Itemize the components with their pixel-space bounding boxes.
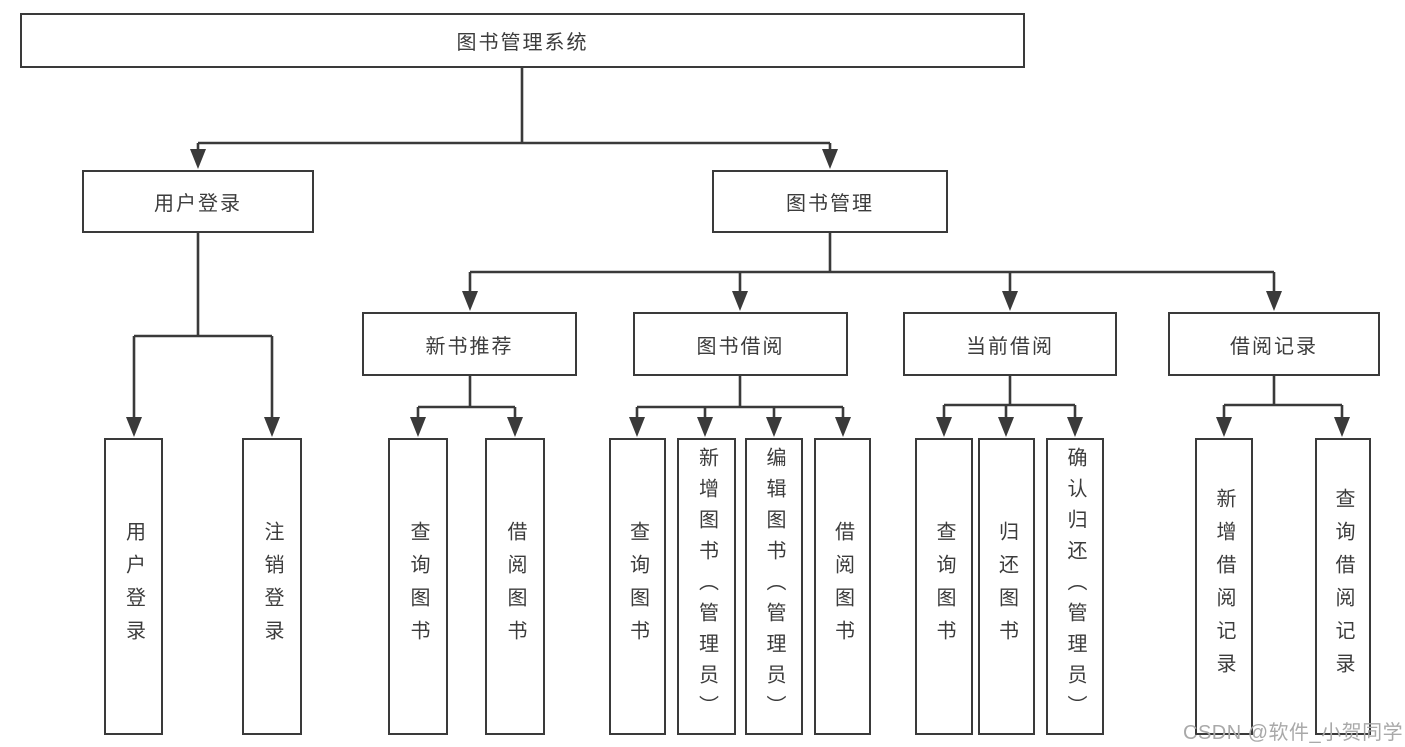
node-label: 借阅图书 <box>831 520 854 653</box>
leaf-borrow-books-borrowing: 借阅图书 <box>814 438 871 735</box>
node-label: 图书管理 <box>786 193 874 215</box>
connector-current-borrowing-to-leaves <box>936 376 1083 437</box>
node-label: 查询借阅记录 <box>1332 487 1354 686</box>
leaf-edit-books-admin: 编辑图书（管理员） <box>745 438 803 735</box>
node-label: 查询图书 <box>933 520 955 653</box>
node-label: 图书借阅 <box>696 335 785 358</box>
leaf-user-login: 用户登录 <box>104 438 163 735</box>
node-label: 用户登录 <box>122 520 145 653</box>
leaf-borrow-books-recommendation: 借阅图书 <box>485 438 545 735</box>
node-book-borrowing: 图书借阅 <box>633 312 848 376</box>
node-label: 注销登录 <box>261 520 283 653</box>
leaf-query-borrowing-record: 查询借阅记录 <box>1315 438 1371 735</box>
node-label: 查询图书 <box>626 520 649 653</box>
connector-new-book-recommendation-to-leaves <box>410 376 523 437</box>
leaf-query-books-recommendation: 查询图书 <box>388 438 448 735</box>
connector-book-management-to-level3 <box>462 233 1282 311</box>
leaf-query-books-current: 查询图书 <box>915 438 973 735</box>
connector-root-to-level2 <box>190 68 838 169</box>
leaf-add-books-admin: 新增图书（管理员） <box>677 438 736 735</box>
node-label: 归还图书 <box>995 520 1018 653</box>
node-label: 确认归还（管理员） <box>1064 447 1086 726</box>
csdn-watermark: CSDN @软件_小贺同学 <box>1183 722 1404 744</box>
node-borrowing-records: 借阅记录 <box>1168 312 1380 376</box>
node-label: 用户登录 <box>154 193 242 215</box>
node-label: 借阅图书 <box>504 520 526 653</box>
connector-user-login-to-leaves <box>126 233 280 437</box>
node-label: 编辑图书（管理员） <box>763 447 785 726</box>
node-label: 新书推荐 <box>425 335 514 358</box>
node-label: 图书管理系统 <box>456 32 589 54</box>
node-label: 借阅记录 <box>1230 335 1318 358</box>
node-label: 查询图书 <box>407 520 429 653</box>
leaf-return-books: 归还图书 <box>978 438 1035 735</box>
leaf-confirm-return-admin: 确认归还（管理员） <box>1046 438 1104 735</box>
node-library-management-system: 图书管理系统 <box>20 13 1025 68</box>
leaf-logout: 注销登录 <box>242 438 302 735</box>
connector-borrowing-records-to-leaves <box>1216 376 1350 437</box>
node-user-login-module: 用户登录 <box>82 170 314 233</box>
connector-book-borrowing-to-leaves <box>629 376 851 437</box>
leaf-query-books-borrowing: 查询图书 <box>609 438 666 735</box>
node-current-borrowing: 当前借阅 <box>903 312 1117 376</box>
node-label: 新增借阅记录 <box>1213 487 1235 686</box>
node-label: 当前借阅 <box>966 335 1054 358</box>
node-book-management-module: 图书管理 <box>712 170 948 233</box>
node-label: 新增图书（管理员） <box>695 447 718 726</box>
node-new-book-recommendation: 新书推荐 <box>362 312 577 376</box>
leaf-add-borrowing-record: 新增借阅记录 <box>1195 438 1253 735</box>
